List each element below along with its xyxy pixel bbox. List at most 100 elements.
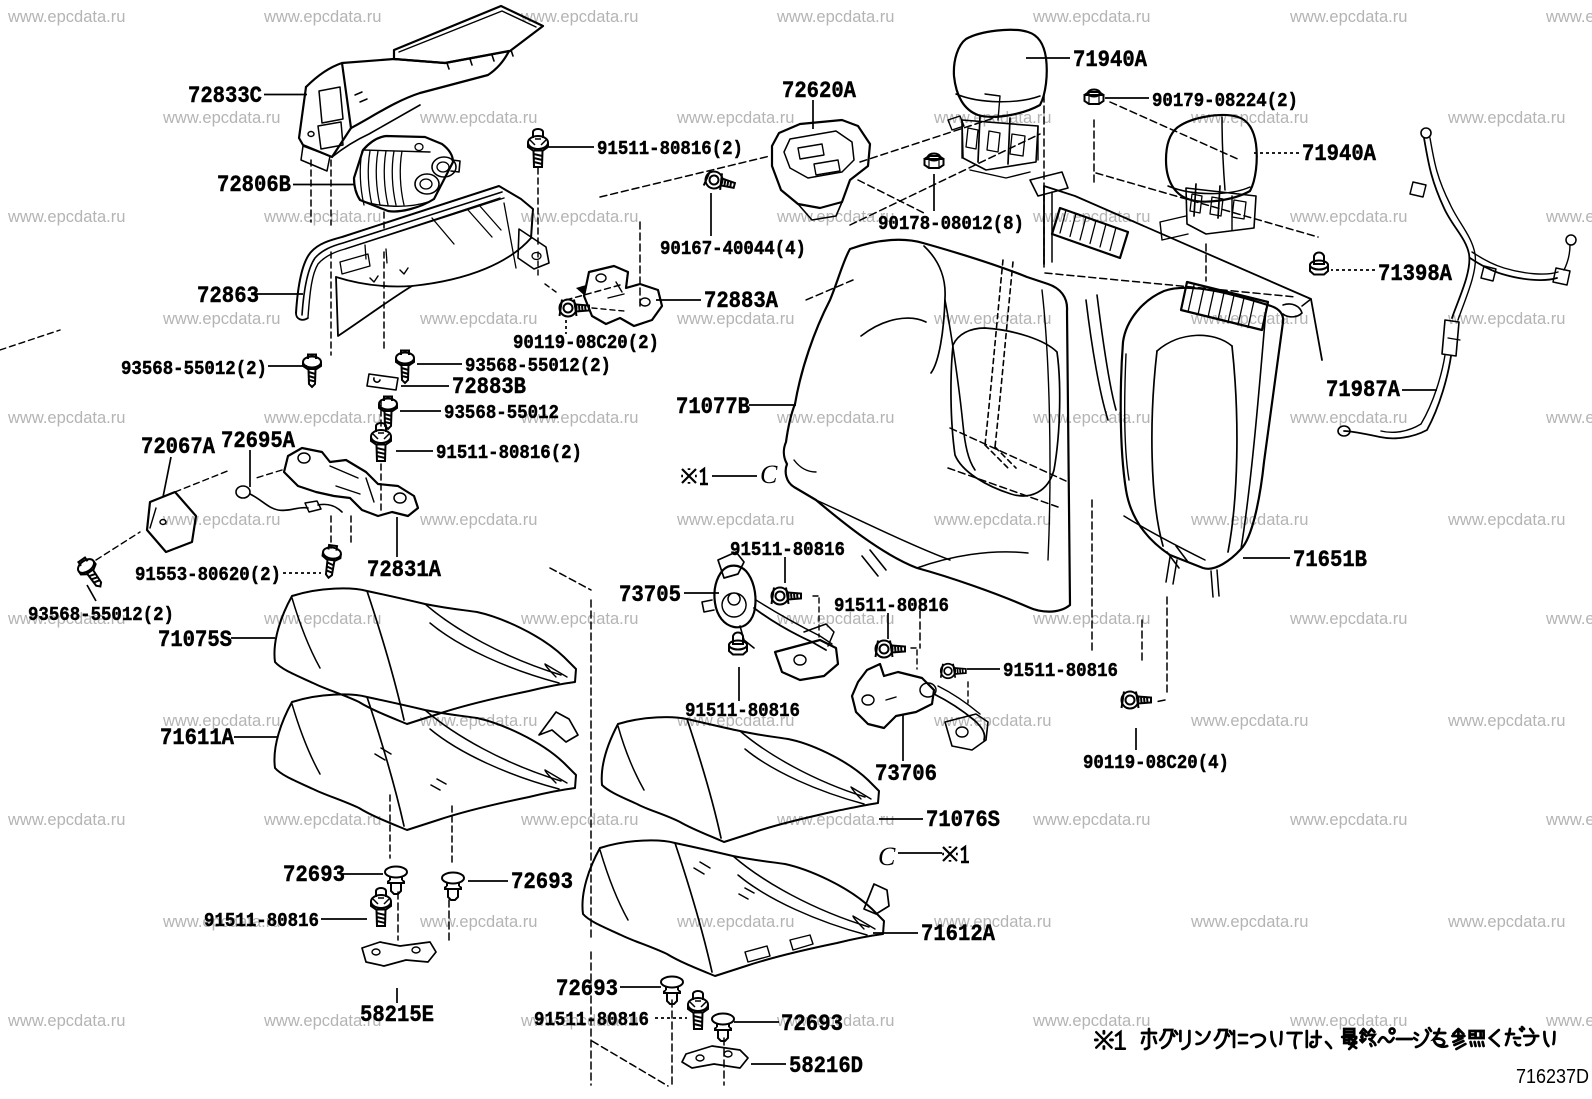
svg-text:C: C [760,460,778,489]
svg-text:91511-80816: 91511-80816 [730,539,845,561]
svg-text:www.epcdata.ru: www.epcdata.ru [1190,913,1308,931]
svg-text:www.epcdata.ru: www.epcdata.ru [676,109,794,127]
svg-text:90119-08C20(4): 90119-08C20(4) [1083,752,1229,774]
svg-text:www.epcdata.ru: www.epcdata.ru [1190,310,1308,328]
svg-text:www.epcdata.ru: www.epcdata.ru [162,913,280,931]
svg-text:91511-80816: 91511-80816 [204,910,319,932]
svg-text:91511-80816: 91511-80816 [685,700,800,722]
svg-text:www.epcdata.ru: www.epcdata.ru [162,511,280,529]
svg-text:71611A: 71611A [160,725,234,751]
svg-text:www.epcdata.ru: www.epcdata.ru [419,511,537,529]
svg-text:www.epcdata.ru: www.epcdata.ru [520,610,638,628]
svg-text:716237D: 716237D [1516,1066,1589,1088]
svg-text:www.epcdata.ru: www.epcdata.ru [776,1012,894,1030]
svg-text:90167-40044(4): 90167-40044(4) [660,238,806,260]
svg-text:90119-08C20(2): 90119-08C20(2) [513,332,659,354]
svg-text:93568-55012(2): 93568-55012(2) [121,358,267,380]
svg-text:www.epcdata.ru: www.epcdata.ru [7,409,125,427]
svg-text:www.epcdata.ru: www.epcdata.ru [1289,409,1407,427]
svg-text:www.epcdata.ru: www.epcdata.ru [776,8,894,26]
svg-text:www.epcdata.ru: www.epcdata.ru [520,1012,638,1030]
svg-text:72693: 72693 [556,976,618,1002]
svg-text:www.epcdata.ru: www.epcdata.ru [776,811,894,829]
svg-text:www.epcdata.ru: www.epcdata.ru [419,310,537,328]
svg-text:www.epcdata.ru: www.epcdata.ru [933,712,1051,730]
svg-text:www.epcdata.ru: www.epcdata.ru [1289,1012,1407,1030]
svg-text:www.epcdata.ru: www.epcdata.ru [520,8,638,26]
svg-text:www.epcdata.ru: www.epcdata.ru [419,712,537,730]
svg-text:72620A: 72620A [782,78,856,104]
svg-text:72693: 72693 [511,869,573,895]
svg-text:www.epcdata.ru: www.epcdata.ru [263,208,381,226]
svg-text:72695A: 72695A [221,428,295,454]
svg-text:93568-55012: 93568-55012 [444,402,559,424]
svg-text:www.epcdata.ru: www.epcdata.ru [1545,409,1592,427]
svg-text:73705: 73705 [619,582,681,608]
svg-text:71077B: 71077B [676,394,750,420]
svg-text:www.epcdata.ru: www.epcdata.ru [1190,712,1308,730]
svg-text:www.epcdata.ru: www.epcdata.ru [776,208,894,226]
svg-text:www.epcdata.ru: www.epcdata.ru [1289,610,1407,628]
svg-text:www.epcdata.ru: www.epcdata.ru [263,1012,381,1030]
svg-text:C: C [878,842,896,871]
svg-text:90179-08224(2): 90179-08224(2) [1152,90,1298,112]
svg-text:www.epcdata.ru: www.epcdata.ru [7,1012,125,1030]
svg-text:www.epcdata.ru: www.epcdata.ru [7,208,125,226]
svg-text:www.epcdata.ru: www.epcdata.ru [1545,610,1592,628]
svg-text:www.epcdata.ru: www.epcdata.ru [1032,8,1150,26]
svg-text:71987A: 71987A [1326,377,1400,403]
svg-text:93568-55012(2): 93568-55012(2) [28,604,174,626]
svg-text:72833C: 72833C [188,83,262,109]
svg-text:91511-80816(2): 91511-80816(2) [436,442,582,464]
svg-text:www.epcdata.ru: www.epcdata.ru [1447,913,1565,931]
svg-text:www.epcdata.ru: www.epcdata.ru [1289,811,1407,829]
svg-text:71940A: 71940A [1073,47,1147,73]
svg-text:www.epcdata.ru: www.epcdata.ru [933,913,1051,931]
svg-text:91511-80816: 91511-80816 [534,1009,649,1031]
svg-text:91553-80620(2): 91553-80620(2) [135,564,281,586]
svg-text:www.epcdata.ru: www.epcdata.ru [1032,811,1150,829]
svg-text:90178-08012(8): 90178-08012(8) [878,213,1024,235]
svg-text:www.epcdata.ru: www.epcdata.ru [162,109,280,127]
svg-text:www.epcdata.ru: www.epcdata.ru [1289,208,1407,226]
svg-text:71076S: 71076S [926,807,1000,833]
svg-text:www.epcdata.ru: www.epcdata.ru [1447,712,1565,730]
svg-text:93568-55012(2): 93568-55012(2) [465,355,611,377]
svg-text:91511-80816: 91511-80816 [1003,660,1118,682]
svg-text:www.epcdata.ru: www.epcdata.ru [1032,208,1150,226]
svg-text:71940A: 71940A [1302,141,1376,167]
svg-text:www.epcdata.ru: www.epcdata.ru [1545,811,1592,829]
svg-text:72693: 72693 [283,862,345,888]
svg-text:www.epcdata.ru: www.epcdata.ru [520,811,638,829]
svg-text:72693: 72693 [781,1011,843,1037]
svg-text:91511-80816: 91511-80816 [834,595,949,617]
svg-text:www.epcdata.ru: www.epcdata.ru [676,511,794,529]
svg-text:www.epcdata.ru: www.epcdata.ru [419,109,537,127]
svg-text:www.epcdata.ru: www.epcdata.ru [7,610,125,628]
svg-text:www.epcdata.ru: www.epcdata.ru [933,310,1051,328]
svg-text:www.epcdata.ru: www.epcdata.ru [1447,310,1565,328]
svg-text:71651B: 71651B [1293,547,1367,573]
svg-text:www.epcdata.ru: www.epcdata.ru [676,310,794,328]
svg-text:www.epcdata.ru: www.epcdata.ru [7,811,125,829]
svg-text:www.epcdata.ru: www.epcdata.ru [1289,8,1407,26]
svg-text:www.epcdata.ru: www.epcdata.ru [263,811,381,829]
svg-text:www.epcdata.ru: www.epcdata.ru [263,8,381,26]
svg-text:58216D: 58216D [789,1053,863,1079]
svg-text:72863: 72863 [197,283,259,309]
svg-text:71075S: 71075S [158,627,232,653]
svg-text:72067A: 72067A [141,434,215,460]
svg-text:71398A: 71398A [1378,261,1452,287]
svg-text:73706: 73706 [875,761,937,787]
svg-text:72831A: 72831A [367,557,441,583]
svg-text:www.epcdata.ru: www.epcdata.ru [1545,208,1592,226]
svg-text:www.epcdata.ru: www.epcdata.ru [1190,109,1308,127]
svg-text:www.epcdata.ru: www.epcdata.ru [162,310,280,328]
svg-text:www.epcdata.ru: www.epcdata.ru [1447,109,1565,127]
svg-text:www.epcdata.ru: www.epcdata.ru [520,409,638,427]
svg-text:www.epcdata.ru: www.epcdata.ru [263,610,381,628]
svg-text:www.epcdata.ru: www.epcdata.ru [1032,610,1150,628]
svg-text:72806B: 72806B [217,172,291,198]
svg-text:72883B: 72883B [452,374,526,400]
svg-text:www.epcdata.ru: www.epcdata.ru [776,610,894,628]
